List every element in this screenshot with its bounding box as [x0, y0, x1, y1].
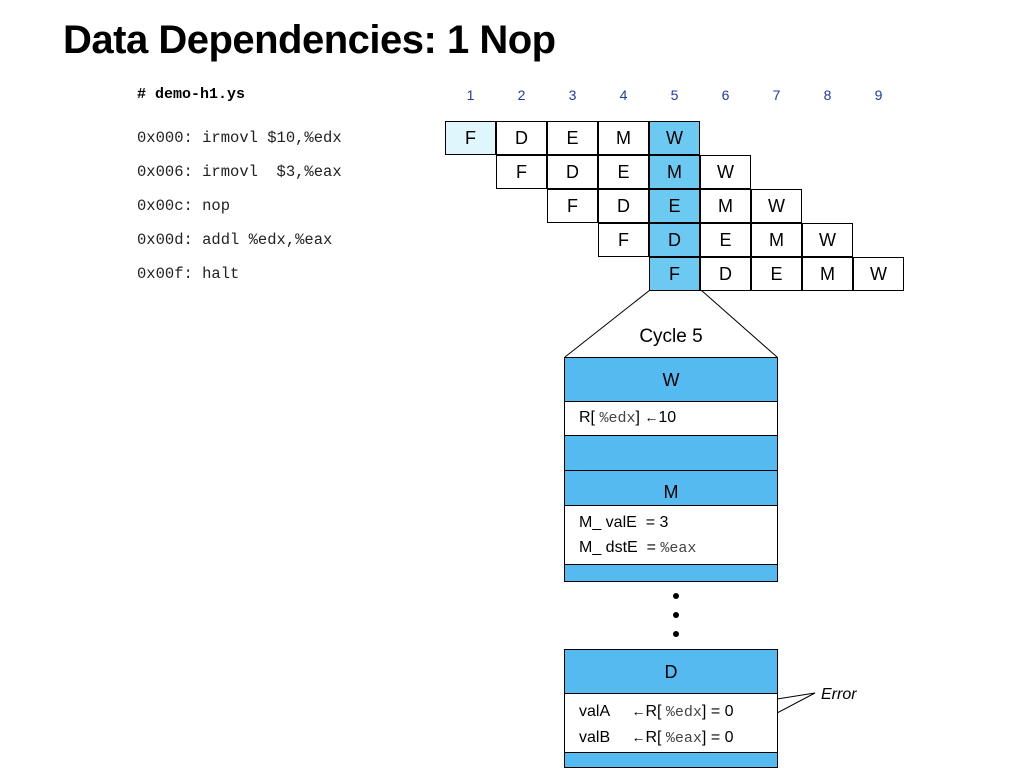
ellipsis-dot: [673, 631, 679, 637]
m-stage-registers: M_ valE = 3 M_ dstE = %eax: [564, 505, 778, 565]
pipeline-stage-cell: M: [751, 223, 802, 257]
pipeline-stage-cell: F: [598, 223, 649, 257]
code-line: 0x00f: halt: [137, 265, 240, 283]
cycle-number: 5: [670, 87, 679, 103]
error-label: Error: [821, 686, 857, 703]
pipeline-stage-cell: W: [700, 155, 751, 189]
pipeline-stage-cell: M: [802, 257, 853, 291]
pipeline-stage-cell: E: [547, 121, 598, 155]
ellipsis-dot: [673, 612, 679, 618]
code-line: 0x000: irmovl $10,%edx: [137, 129, 342, 147]
m-stage-dste: M_ dstE = %eax: [579, 539, 697, 557]
pipeline-stage-cell: M: [598, 121, 649, 155]
d-stage-vala: valA ←R[ %edx] = 0: [579, 703, 734, 721]
pipeline-stage-cell: F: [649, 257, 700, 291]
pipeline-stage-cell: D: [547, 155, 598, 189]
pipeline-stage-cell: F: [547, 189, 598, 223]
file-name: # demo-h1.ys: [137, 86, 246, 103]
w-stage-write: R[ %edx] ←10: [579, 409, 677, 427]
d-stage-valb: valB ←R[ %eax] = 0: [579, 729, 734, 747]
pipeline-stage-cell: F: [496, 155, 547, 189]
pipeline-stage-cell: F: [445, 121, 496, 155]
pipeline-stage-cell: D: [700, 257, 751, 291]
d-stage-filler: [564, 752, 778, 768]
pipeline-stage-cell: E: [598, 155, 649, 189]
pipeline-stage-cell: E: [700, 223, 751, 257]
pipeline-stage-cell: D: [496, 121, 547, 155]
pipeline-stage-cell: E: [751, 257, 802, 291]
pipeline-stage-cell: D: [649, 223, 700, 257]
cycle-number: 9: [874, 87, 883, 103]
pipeline-stage-cell: W: [751, 189, 802, 223]
cycle-number: 7: [772, 87, 781, 103]
code-line: 0x00d: addl %edx,%eax: [137, 231, 333, 249]
page-title: Data Dependencies: 1 Nop: [63, 18, 556, 62]
cycle-number: 1: [466, 87, 475, 103]
w-stage-registers: R[ %edx] ←10: [564, 401, 778, 436]
ellipsis-dot: [673, 593, 679, 599]
cycle-number: 6: [721, 87, 730, 103]
zoom-line-right: [700, 289, 778, 358]
cycle-number: 2: [517, 87, 526, 103]
m-stage-header: M: [564, 470, 778, 506]
cycle-number: 8: [823, 87, 832, 103]
cycle-label: Cycle 5: [639, 326, 703, 347]
d-stage-registers: valA ←R[ %edx] = 0 valB ←R[ %eax] = 0: [564, 693, 778, 753]
cycle-number: 4: [619, 87, 628, 103]
pipeline-stage-cell: E: [649, 189, 700, 223]
cycle-number: 3: [568, 87, 577, 103]
m-stage-filler: [564, 564, 778, 582]
pipeline-stage-cell: W: [649, 121, 700, 155]
pipeline-stage-cell: D: [598, 189, 649, 223]
w-stage-header: W: [564, 357, 778, 402]
pipeline-stage-cell: W: [802, 223, 853, 257]
w-stage-filler: [564, 435, 778, 471]
zoom-line-left: [564, 289, 651, 358]
pipeline-stage-cell: M: [649, 155, 700, 189]
pipeline-stage-cell: M: [700, 189, 751, 223]
m-stage-vale: M_ valE = 3: [579, 514, 669, 531]
code-line: 0x00c: nop: [137, 197, 231, 215]
pipeline-stage-cell: W: [853, 257, 904, 291]
code-line: 0x006: irmovl $3,%eax: [137, 163, 342, 181]
d-stage-header: D: [564, 649, 778, 694]
